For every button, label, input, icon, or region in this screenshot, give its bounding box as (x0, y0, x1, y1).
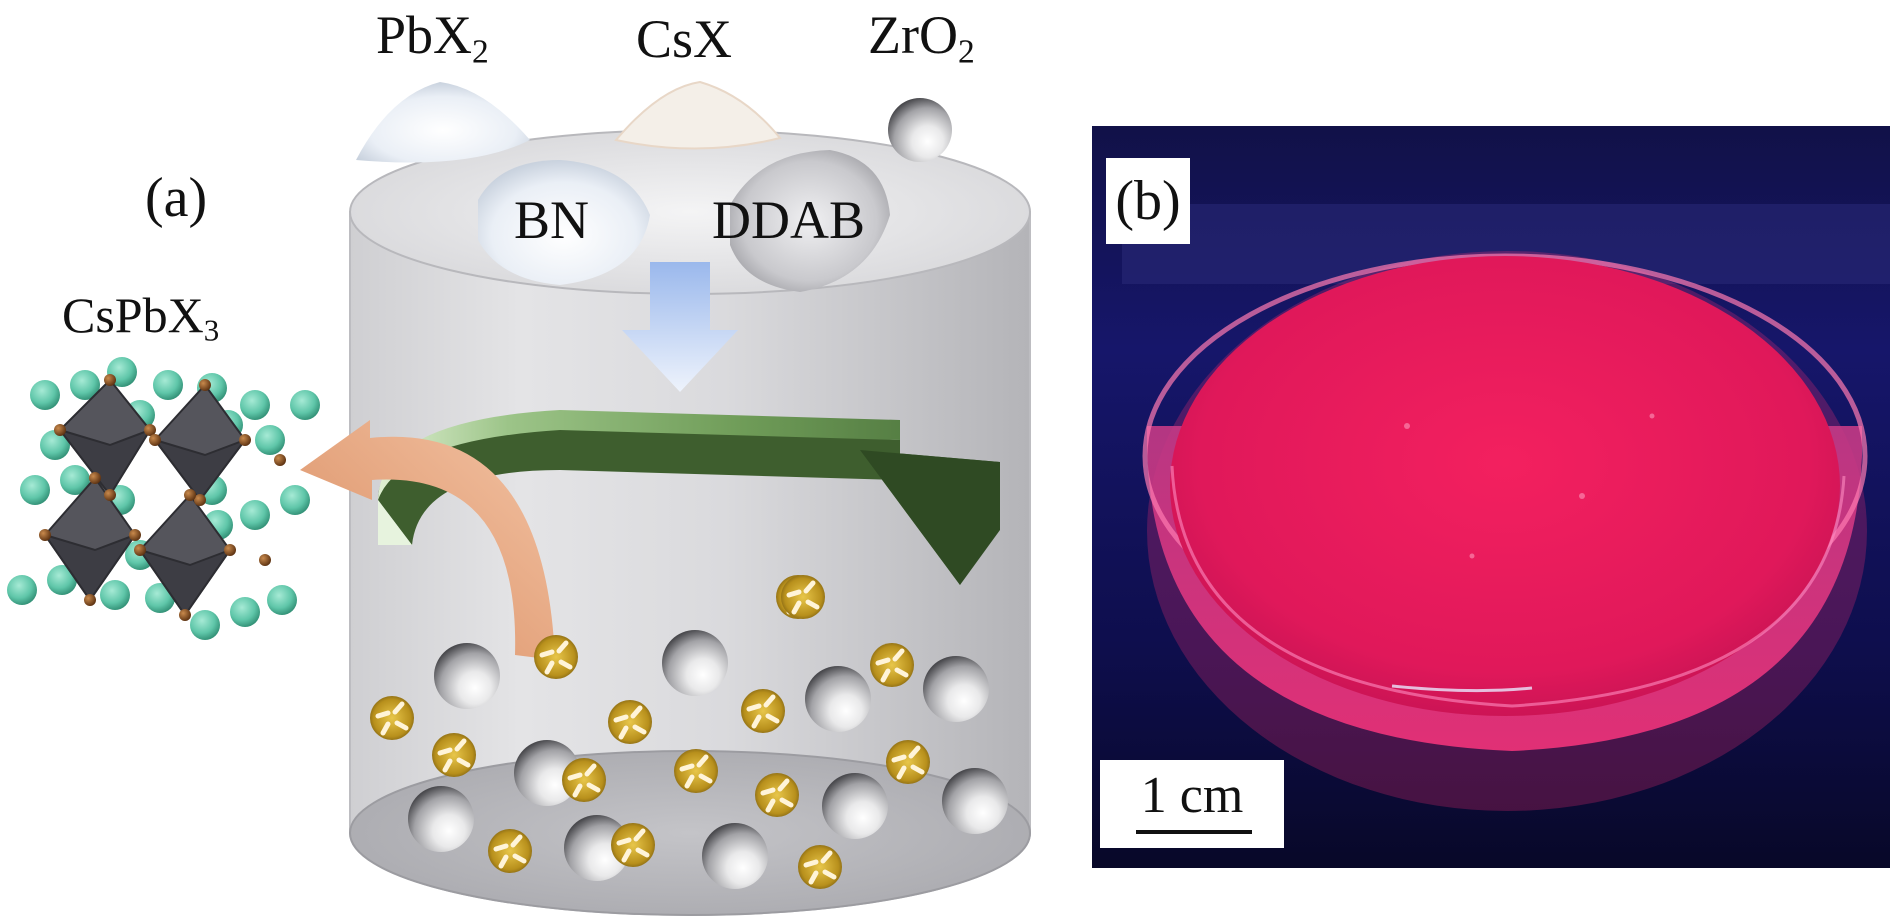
precursor-particle (674, 749, 718, 793)
milling-ball (564, 815, 630, 881)
reagent-powders (356, 80, 952, 292)
bn-powder (478, 160, 650, 285)
scale-bar-label: 1 cm (1140, 767, 1244, 824)
milling-ball (923, 656, 989, 722)
milling-ball (702, 823, 768, 889)
csx-powder (614, 80, 782, 150)
reagent-zro2-label: ZrO2 (868, 5, 975, 71)
red-phosphor-powder (1170, 256, 1840, 716)
milling-ball (434, 643, 500, 709)
milling-ball (822, 773, 888, 839)
ddab-powder (730, 150, 890, 292)
additive-ddab-label: DDAB (712, 190, 866, 250)
precursor-particle (611, 823, 655, 867)
rotation-arrow (378, 410, 1000, 585)
additive-bn-label: BN (514, 190, 590, 250)
milling-ball (662, 630, 728, 696)
scale-bar-line (1136, 830, 1252, 834)
milling-ball (942, 768, 1008, 834)
precursor-particles (370, 575, 930, 889)
reagent-pbx2-label: PbX2 (376, 5, 489, 71)
panel-a-label: (a) (145, 167, 208, 229)
zro2-ball (888, 98, 952, 162)
reagent-csx-label: CsX (636, 9, 733, 69)
precursor-particle (798, 845, 842, 889)
precursor-particle (781, 575, 825, 619)
precursor-particle (534, 635, 578, 679)
precursor-particle (488, 829, 532, 873)
crystal-formula-label: CsPbX3 (62, 287, 220, 348)
feed-arrow (622, 262, 738, 392)
perovskite-structure (7, 357, 320, 640)
panel-b-label: (b) (1106, 158, 1190, 244)
precursor-particle (886, 740, 930, 784)
precursor-particle (755, 773, 799, 817)
precursor-particle (870, 643, 914, 687)
precursor-particle (562, 758, 606, 802)
milling-ball (805, 666, 871, 732)
scale-bar-box: 1 cm (1100, 760, 1284, 848)
petri-dish-photo (1092, 126, 1890, 868)
product-arrow (300, 420, 555, 660)
precursor-particle (370, 696, 414, 740)
pbx2-powder (356, 82, 530, 163)
precursor-particle (741, 689, 785, 733)
milling-ball (408, 786, 474, 852)
milling-balls (408, 630, 1008, 889)
precursor-particle (432, 733, 476, 777)
milling-ball (514, 740, 580, 806)
precursor-particle (608, 700, 652, 744)
luminescent-powder-photo (1092, 126, 1890, 868)
